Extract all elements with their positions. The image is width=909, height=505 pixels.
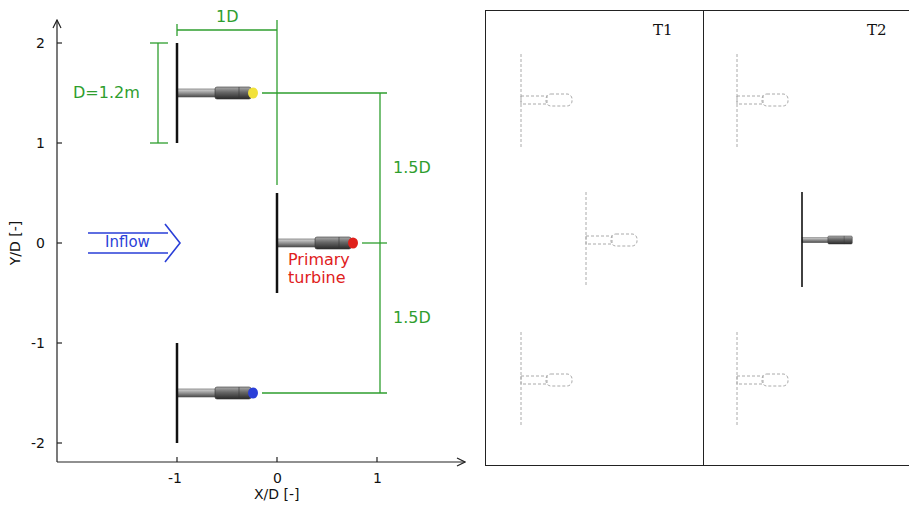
axes: [57, 20, 465, 462]
tick-label: -1: [168, 470, 182, 486]
t2-primary-turbine: [802, 192, 852, 287]
dimension-label: 1.5D: [393, 159, 431, 177]
axis-label: X/D [-]: [254, 486, 300, 502]
axis-label: Y/D [-]: [7, 221, 23, 265]
tick-label: 1: [36, 135, 45, 151]
tick-label: 0: [273, 470, 282, 486]
inflow-arrow: [88, 224, 180, 262]
tick-label: 2: [36, 35, 45, 51]
tick-label: 1: [373, 470, 382, 486]
inflow-label: Inflow: [105, 234, 150, 251]
upstream-turbine-bottom: [177, 343, 258, 443]
upstream-turbine-top: [177, 43, 258, 143]
dimension-label: 1.5D: [393, 309, 431, 327]
panel-label: T2: [867, 21, 887, 39]
dimension-label: D=1.2m: [73, 84, 140, 102]
panel-box: T1: [485, 10, 704, 466]
dimension-label: 1D: [216, 8, 239, 26]
dimension-lines: [150, 20, 387, 393]
panel-box: T2: [703, 10, 909, 466]
panel-label: T1: [653, 21, 673, 39]
tick-label: -2: [31, 435, 45, 451]
turbine-label: Primary turbine: [288, 251, 378, 288]
tick-label: 0: [36, 235, 45, 251]
ghost-turbines: [521, 54, 788, 426]
tick-label: -1: [31, 335, 45, 351]
